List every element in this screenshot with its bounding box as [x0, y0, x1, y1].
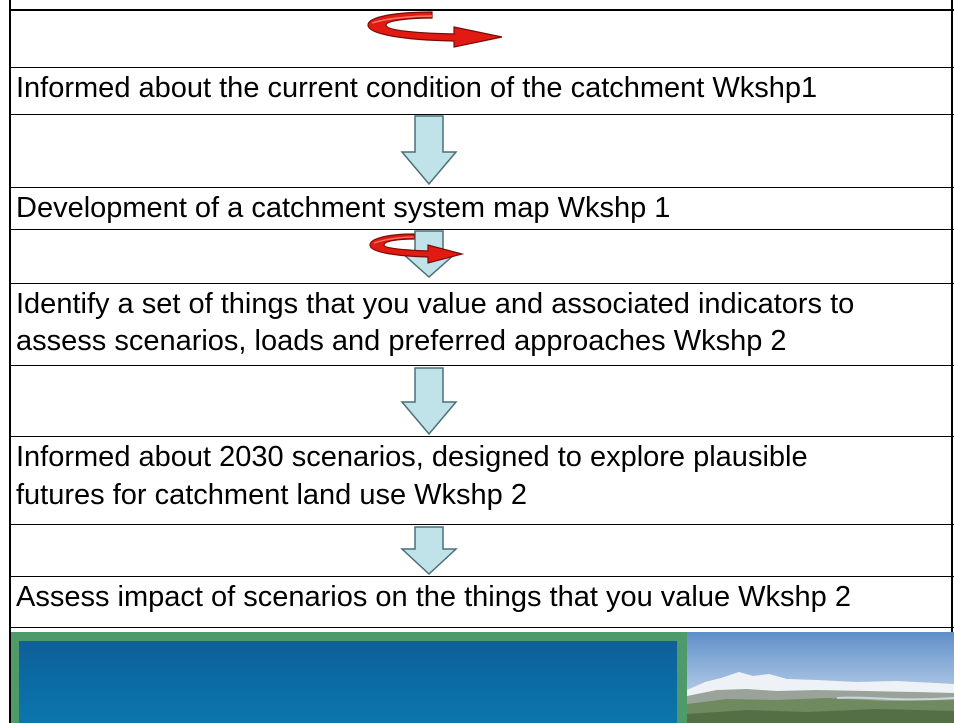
circular-loop-arrow-icon [369, 233, 465, 264]
step-text: Assess impact of scenarios on the things… [16, 581, 851, 613]
down-arrow-icon [400, 367, 458, 436]
step-text: futures for catchment land use Wkshp 2 [16, 479, 527, 511]
left-border [9, 0, 11, 723]
divider [9, 365, 954, 366]
step-text: Development of a catchment system map Wk… [16, 192, 671, 224]
step-text: Identify a set of things that you value … [16, 288, 855, 320]
landscape-photo [687, 632, 954, 723]
divider [9, 436, 954, 437]
divider [9, 114, 954, 115]
top-border [9, 9, 954, 11]
right-border [951, 0, 953, 632]
down-arrow-icon [400, 526, 458, 576]
divider [9, 187, 954, 188]
divider [9, 576, 954, 577]
circular-loop-arrow-icon [367, 11, 503, 48]
banner-blue-panel [19, 641, 677, 723]
divider [9, 283, 954, 284]
divider [9, 229, 954, 230]
step-text: Informed about 2030 scenarios, designed … [16, 441, 808, 473]
down-arrow-icon [400, 115, 458, 186]
step-text: Informed about the current condition of … [16, 72, 818, 104]
footer-banner [11, 632, 954, 723]
step-text: assess scenarios, loads and preferred ap… [16, 325, 787, 357]
divider [9, 627, 954, 628]
divider [9, 524, 954, 525]
divider [9, 67, 954, 68]
